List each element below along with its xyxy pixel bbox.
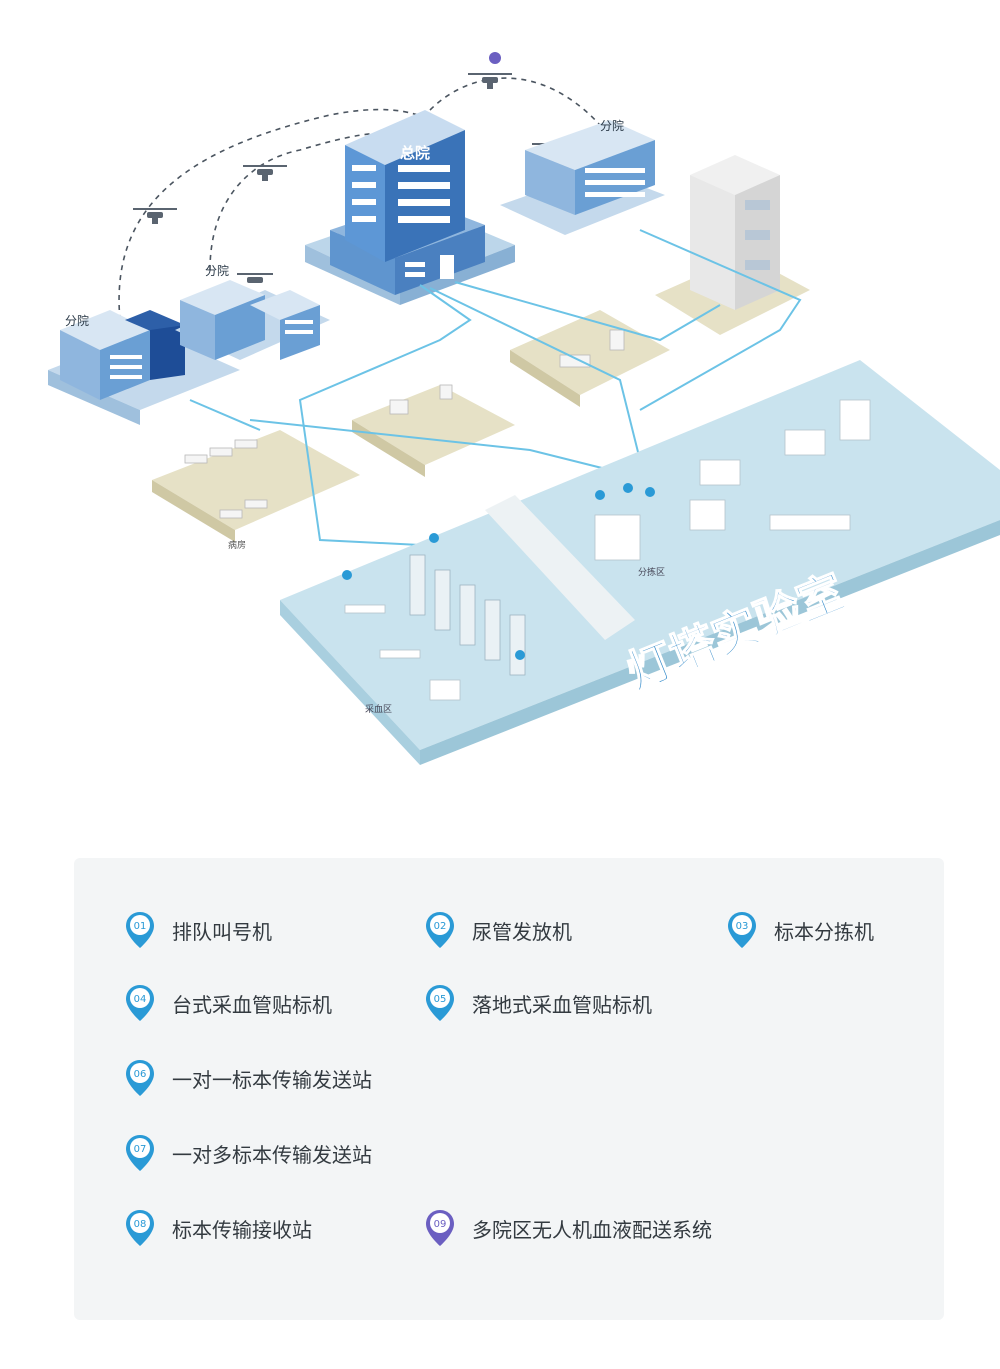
location-pin-icon: 07 [126, 1135, 154, 1171]
legend-number: 04 [134, 994, 147, 1005]
legend-label: 多院区无人机血液配送系统 [472, 1217, 712, 1242]
legend-label: 台式采血管贴标机 [172, 992, 332, 1017]
drone-pin-icon [489, 52, 501, 64]
branch-right-label: 分院 [600, 119, 624, 133]
hospital-lab-illustration: 总院 分院 分院 分院 [48, 52, 1000, 765]
sorting-room-label: 分拣区 [638, 566, 665, 578]
branch-mid-label: 分院 [205, 264, 229, 278]
legend-item: 07 一对多标本传输发送站 [124, 1133, 372, 1173]
legend-number: 09 [434, 1219, 447, 1230]
location-pin-icon: 02 [426, 912, 454, 948]
legend-number: 02 [434, 921, 447, 932]
lab-platform: 分拣区 采血区 [280, 360, 1000, 765]
location-pin-icon: 01 [126, 912, 154, 948]
legend-label: 一对多标本传输发送站 [172, 1142, 372, 1167]
legend-item: 06 一对一标本传输发送站 [124, 1058, 372, 1098]
branch-hospital-mid: 分院 [175, 264, 330, 360]
location-pin-icon: 09 [426, 1210, 454, 1246]
legend-item: 04 台式采血管贴标机 [124, 983, 332, 1023]
branch-hospital-right: 分院 [500, 119, 665, 235]
legend-label: 落地式采血管贴标机 [472, 992, 652, 1017]
main-hospital-building: 总院 [305, 110, 515, 305]
legend-panel: 01 排队叫号机 02 尿管发放机 03 标本分拣机 04 台式采血管贴标机 05 落地式采血管贴… [74, 858, 944, 1320]
device-pins [342, 483, 655, 660]
ward-label: 病房 [228, 539, 246, 551]
location-pin-icon: 08 [126, 1210, 154, 1246]
location-pin-icon: 05 [426, 985, 454, 1021]
legend-item: 09 多院区无人机血液配送系统 [424, 1208, 712, 1248]
collection-area-label: 采血区 [365, 703, 392, 715]
legend-number: 05 [434, 994, 447, 1005]
legend-number: 07 [134, 1144, 147, 1155]
ward-tower [655, 155, 810, 335]
legend-number: 03 [736, 921, 749, 932]
location-pin-icon: 04 [126, 985, 154, 1021]
legend-item: 03 标本分拣机 [726, 910, 874, 950]
legend-label: 一对一标本传输发送站 [172, 1067, 372, 1092]
location-pin-icon: 06 [126, 1060, 154, 1096]
legend-item: 01 排队叫号机 [124, 910, 272, 950]
legend-number: 06 [134, 1069, 147, 1080]
location-pin-icon: 03 [728, 912, 756, 948]
branch-left-label: 分院 [65, 314, 89, 328]
legend-number: 08 [134, 1219, 147, 1230]
legend-item: 02 尿管发放机 [424, 910, 572, 950]
legend-label: 排队叫号机 [172, 919, 272, 944]
legend-label: 标本传输接收站 [172, 1217, 312, 1242]
legend-item: 05 落地式采血管贴标机 [424, 983, 652, 1023]
legend-number: 01 [134, 921, 147, 932]
main-hospital-label: 总院 [400, 144, 430, 162]
legend-item: 08 标本传输接收站 [124, 1208, 312, 1248]
legend-label: 标本分拣机 [774, 919, 874, 944]
tube-lines [189, 229, 802, 546]
legend-label: 尿管发放机 [472, 919, 572, 944]
